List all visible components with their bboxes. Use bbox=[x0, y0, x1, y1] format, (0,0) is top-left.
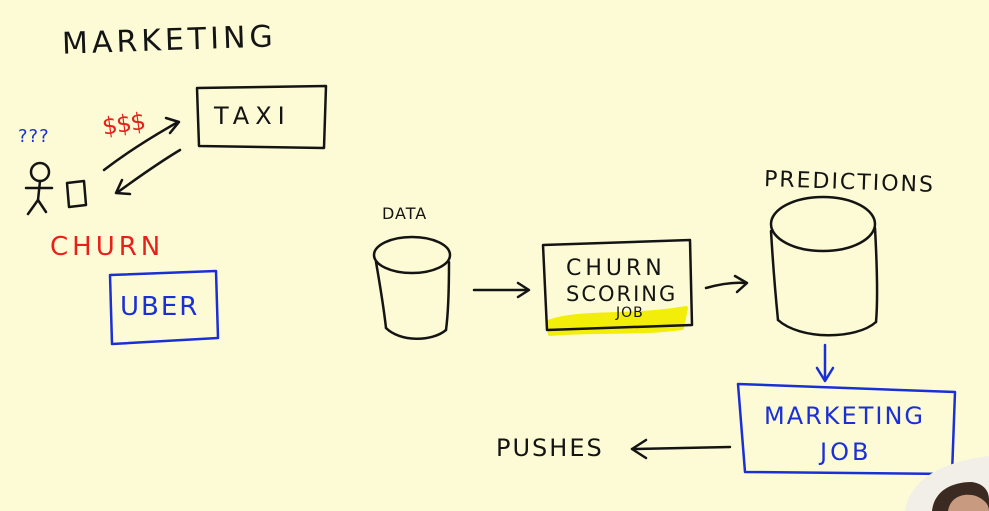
uber-label: UBER bbox=[120, 292, 200, 322]
page-title: MARKETING bbox=[61, 19, 278, 62]
uber-box bbox=[108, 269, 220, 346]
predictions-label: PREDICTIONS bbox=[763, 167, 936, 198]
stick-figure-icon bbox=[24, 161, 54, 216]
churn-label: CHURN bbox=[50, 232, 165, 262]
phone-icon bbox=[65, 179, 88, 209]
arrow-from-taxi bbox=[116, 148, 182, 194]
churn-job-label-line2: SCORING bbox=[566, 282, 678, 306]
predictions-cylinder bbox=[769, 195, 879, 337]
marketing-job-label-line2: JOB bbox=[820, 438, 872, 466]
taxi-label: TAXI bbox=[214, 102, 291, 130]
arrow-to-pushes bbox=[630, 445, 732, 451]
churn-scoring-job-box bbox=[541, 238, 694, 332]
pushes-label: PUSHES bbox=[496, 434, 604, 462]
churn-job-label-line3: JOB bbox=[616, 305, 644, 321]
data-label: DATA bbox=[382, 204, 428, 223]
question-marks: ??? bbox=[18, 126, 50, 147]
presenter-thumbnail bbox=[905, 456, 989, 511]
money-label: $$$ bbox=[100, 107, 147, 141]
data-cylinder bbox=[372, 235, 452, 340]
marketing-job-label-line1: MARKETING bbox=[764, 402, 925, 430]
arrow-job-to-predictions bbox=[704, 281, 748, 290]
taxi-box bbox=[195, 84, 328, 150]
arrow-to-taxi bbox=[102, 120, 180, 172]
churn-job-label-line1: CHURN bbox=[566, 256, 666, 281]
